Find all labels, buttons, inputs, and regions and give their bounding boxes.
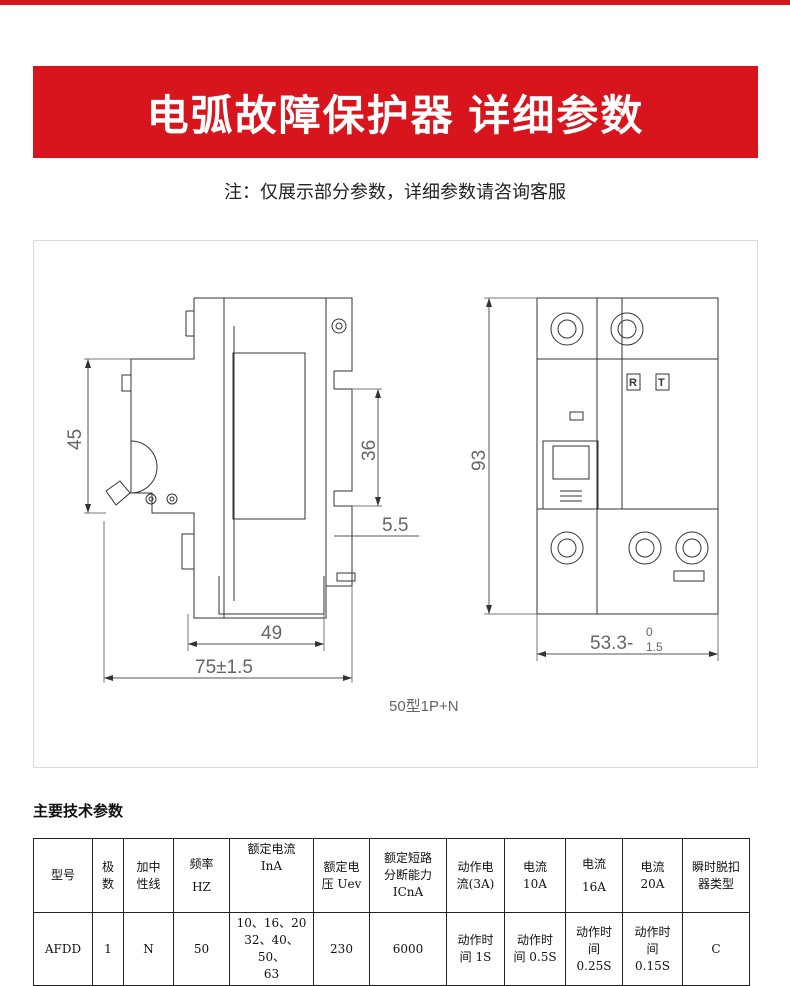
dim-depth-inner: 49	[261, 623, 282, 644]
page-title: 电弧故障保护器 详细参数	[146, 91, 645, 139]
table-cell: 动作时间 1S	[446, 912, 505, 986]
switch-lever	[542, 440, 599, 510]
dim-width-tol-lower: 1.5	[646, 640, 663, 654]
side-view-outline	[130, 297, 327, 619]
terminal-r-box	[626, 373, 641, 391]
notice-text: 注：仅展示部分参数，详细参数请咨询客服	[224, 182, 566, 202]
table-cell: 1	[92, 912, 124, 986]
dim-front-height: 93	[469, 450, 490, 471]
model-caption: 50型1P+N	[389, 698, 459, 715]
dim-left-height: 45	[65, 429, 86, 450]
header-cell: 型号	[33, 838, 93, 913]
title-banner: 电弧故障保护器 详细参数	[33, 66, 758, 158]
header-cell: 动作电流(3A)	[446, 838, 505, 913]
screw-top-right	[610, 312, 644, 346]
dim-depth-total: 75±1.5	[195, 657, 253, 678]
table-cell: C	[682, 912, 750, 986]
terminal-t-label: T	[658, 377, 665, 389]
side-screw	[331, 318, 347, 334]
side-view-window	[232, 352, 306, 520]
terminal-r-label: R	[629, 377, 637, 389]
dimension-drawing: 45 36 5.5 49 75±1.5 93 53.3- 0 1.5 R T 5…	[33, 240, 758, 768]
top-accent-line	[0, 0, 790, 5]
dim-rail-height: 36	[359, 440, 380, 461]
table-cell: 6000	[369, 912, 447, 986]
header-cell: 额定电压 Uev	[313, 838, 370, 913]
table-cell: AFDD	[33, 912, 93, 986]
table-cell: 230	[313, 912, 370, 986]
screw-bottom-mid	[628, 531, 662, 565]
dim-width-tol-upper: 0	[646, 625, 653, 639]
front-view-body	[536, 297, 719, 615]
section-title: 主要技术参数	[33, 803, 124, 820]
screw-top-left	[550, 312, 584, 346]
screw-bottom-left	[550, 531, 584, 565]
header-cell: 加中性线	[123, 838, 174, 913]
dim-offset: 5.5	[382, 515, 408, 536]
table-cell: 动作时间 0.5S	[504, 912, 566, 986]
technical-drawing: 45 36 5.5 49 75±1.5 93 53.3- 0 1.5 R T 5…	[65, 297, 719, 715]
dim-width: 53.3-	[590, 633, 633, 654]
table-cell: N	[123, 912, 174, 986]
table-cell: 50	[173, 912, 230, 986]
screw-bottom-right	[675, 531, 709, 565]
terminal-t-box	[655, 373, 670, 391]
header-cell: 瞬时脱扣器类型	[682, 838, 750, 913]
header-cell: 极数	[92, 838, 124, 913]
